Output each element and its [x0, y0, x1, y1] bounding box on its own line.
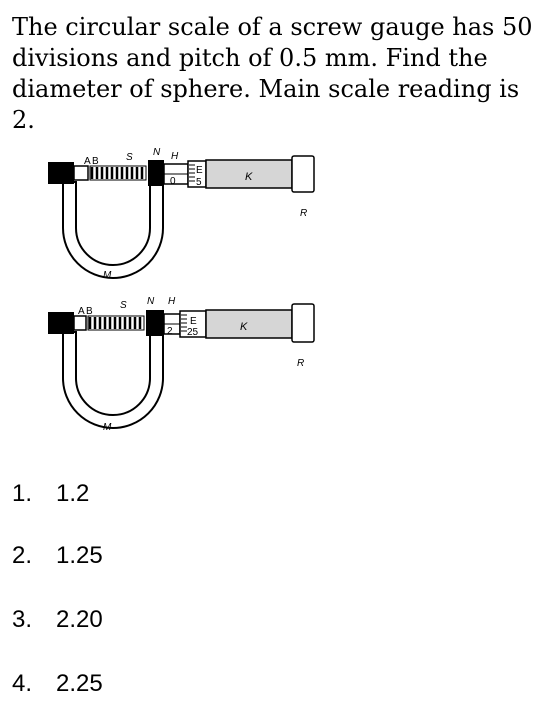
option-number: 4. [12, 670, 33, 697]
anvil-block [48, 312, 74, 334]
u-frame [62, 181, 164, 279]
option-value: 2.20 [56, 606, 103, 633]
option-number: 2. [12, 542, 33, 569]
ratchet [291, 155, 315, 193]
option-3[interactable]: 3. 2.20 [12, 606, 103, 634]
u-frame [62, 331, 164, 429]
stud-a [73, 165, 89, 181]
circular-scale-mark: 5 [196, 177, 202, 188]
option-number: 3. [12, 606, 33, 633]
label-m: M [103, 422, 112, 433]
screw-gauge-top: A B S N H E 0 5 K R M [48, 147, 315, 281]
label-n: N [147, 296, 155, 307]
option-number: 1. [12, 480, 33, 507]
main-scale-mark: 0 [170, 176, 176, 187]
main-scale-mark: 2 [167, 326, 173, 337]
label-r: R [297, 358, 304, 369]
screw-gauge-bottom: A B S N H E 2 25 K R M [48, 296, 315, 433]
thimble [205, 309, 293, 339]
label-a: A [84, 156, 91, 167]
label-h: H [168, 296, 176, 307]
label-e: E [196, 165, 203, 176]
screw-gauge-diagram: A B S N H E 0 5 K R M [48, 147, 315, 433]
label-m: M [103, 270, 112, 281]
stud-a [73, 315, 87, 331]
option-value: 1.2 [56, 480, 90, 507]
label-n: N [153, 147, 161, 158]
nut-block [146, 310, 164, 336]
label-s: S [126, 152, 133, 163]
label-h: H [171, 151, 179, 162]
ratchet [291, 303, 315, 343]
label-a: A [78, 306, 85, 317]
nut-block [148, 160, 164, 186]
label-r: R [300, 208, 307, 219]
anvil-block [48, 162, 74, 184]
label-b: B [86, 306, 93, 317]
screw-gauge-figure: A B S N H E 0 5 K R M [40, 140, 340, 440]
label-k: K [245, 171, 253, 183]
question-text: The circular scale of a screw gauge has … [12, 13, 533, 134]
option-2[interactable]: 2. 1.25 [12, 542, 103, 570]
screw-coil [87, 315, 145, 331]
label-e: E [190, 316, 197, 327]
option-1[interactable]: 1. 1.2 [12, 480, 89, 508]
option-value: 2.25 [56, 670, 103, 697]
label-k: K [240, 321, 248, 333]
option-value: 1.25 [56, 542, 103, 569]
label-s: S [120, 300, 127, 311]
label-b: B [92, 156, 99, 167]
option-4[interactable]: 4. 2.25 [12, 670, 103, 698]
screw-coil [89, 165, 147, 181]
circular-scale-mark: 25 [187, 327, 199, 338]
